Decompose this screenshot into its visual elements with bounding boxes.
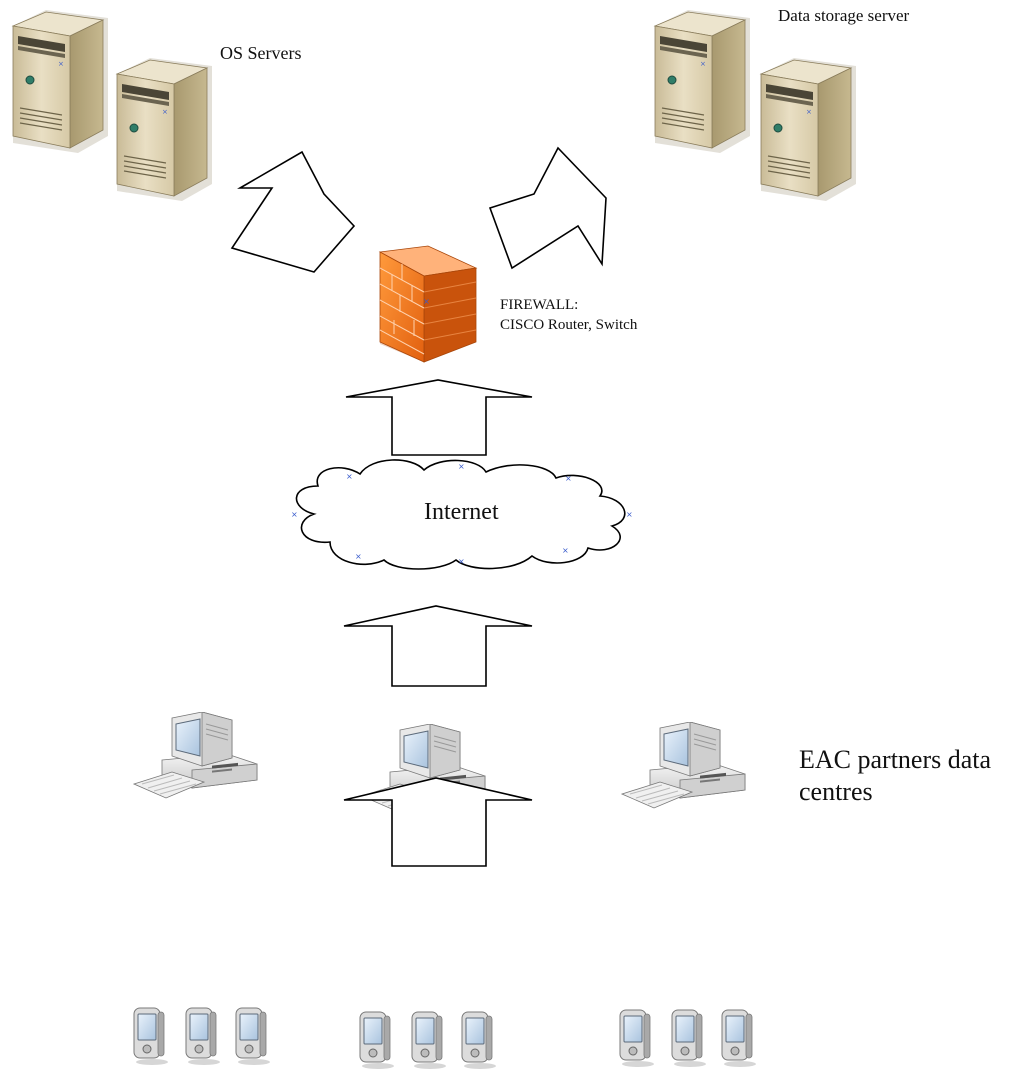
firewall-label-line1: FIREWALL:	[500, 297, 579, 313]
svg-text:×: ×	[423, 297, 430, 306]
os-server-icon-2	[116, 57, 212, 201]
desktop-computer-icon-1	[133, 712, 258, 799]
pda-device-icon	[619, 1009, 655, 1068]
pda-device-icon	[411, 1011, 447, 1070]
arrow-to-os-servers	[230, 150, 356, 273]
pda-device-icon	[721, 1009, 757, 1068]
os-server-icon-1	[12, 9, 108, 153]
svg-text:×: ×	[346, 472, 353, 481]
eac-partners-label-line2: centres	[799, 777, 873, 806]
handheld-devices-right	[619, 1009, 757, 1068]
desktop-computer-icon-3	[621, 722, 746, 809]
firewall-brick-icon: ×	[378, 245, 478, 363]
svg-text:×: ×	[458, 462, 465, 471]
svg-text:×: ×	[458, 557, 465, 566]
pda-device-icon	[461, 1011, 497, 1070]
handheld-devices-left	[133, 1007, 271, 1066]
storage-server-icon-2	[760, 57, 856, 201]
pda-device-icon	[185, 1007, 221, 1066]
arrow-internet-to-firewall	[345, 379, 533, 456]
firewall-label-line2: CISCO Router, Switch	[500, 317, 638, 333]
pda-device-icon	[235, 1007, 271, 1066]
data-storage-server-label: Data storage server	[778, 6, 910, 25]
arrow-to-storage-servers	[488, 146, 607, 270]
svg-text:×: ×	[291, 510, 298, 519]
pda-device-icon	[359, 1011, 395, 1070]
handheld-devices-middle	[359, 1011, 497, 1070]
svg-text:×: ×	[565, 474, 572, 483]
internet-label: Internet	[424, 499, 499, 522]
arrow-handhelds-to-computers	[343, 777, 533, 867]
storage-server-icon-1	[654, 9, 750, 153]
os-servers-label: OS Servers	[220, 43, 302, 63]
svg-text:×: ×	[355, 552, 362, 561]
cloud-icon: × × × × × × × ×	[291, 459, 633, 570]
svg-text:×: ×	[562, 546, 569, 555]
pda-device-icon	[671, 1009, 707, 1068]
pda-device-icon	[133, 1007, 169, 1066]
arrow-computers-to-internet	[343, 605, 533, 687]
svg-text:×: ×	[626, 510, 633, 519]
eac-partners-label-line1: EAC partners data	[799, 745, 992, 774]
